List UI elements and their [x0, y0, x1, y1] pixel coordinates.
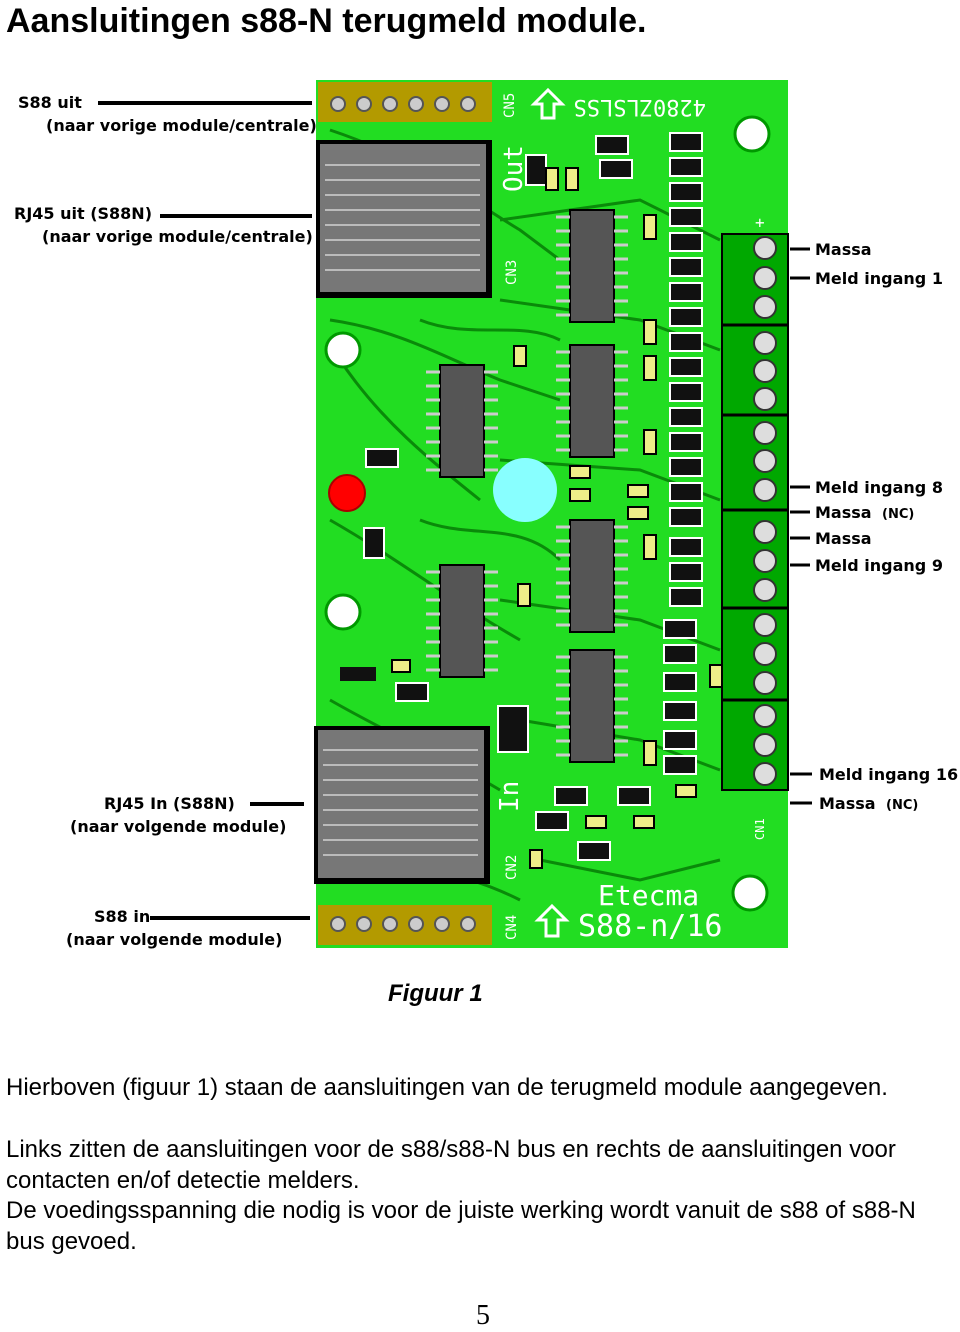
red-led	[328, 474, 366, 512]
nc-label-2: (NC)	[886, 798, 918, 813]
arrow-up-icon	[530, 87, 566, 120]
paragraph-3: De voedingsspanning die nodig is voor de…	[6, 1197, 916, 1255]
rj45-in-label: RJ45 In (S88N)	[104, 794, 235, 813]
pcb-figure: CN5 CN3 CN2 CN4 CN1 Out In 4280ZLSLSS Et…	[14, 80, 958, 949]
arrow-up-icon-2	[534, 903, 570, 938]
smd-capacitors	[391, 167, 723, 869]
ic-chips	[439, 209, 615, 763]
resistor-array	[363, 132, 703, 861]
in-label: In	[495, 781, 525, 812]
meld-ingang-16-label: Meld ingang 16	[819, 765, 958, 784]
rj45-out-jack	[316, 140, 492, 298]
paragraph-1: Hierboven (figuur 1) staan de aansluitin…	[6, 1074, 888, 1101]
page-title: Aansluitingen s88-N terugmeld module.	[6, 2, 647, 40]
terminal-block	[721, 233, 789, 791]
plus-label: +	[755, 213, 765, 232]
out-label: Out	[499, 145, 529, 192]
brand-label: Etecma	[598, 879, 699, 912]
cn2-label: CN2	[504, 855, 520, 880]
figure-caption: Figuur 1	[388, 980, 483, 1007]
rj45-in-sublabel: (naar volgende module)	[70, 817, 286, 836]
mounting-holes	[324, 115, 771, 912]
model-label: S88-n/16	[578, 909, 723, 944]
s88-in-sublabel: (naar volgende module)	[66, 930, 282, 949]
meld-ingang-1-label: Meld ingang 1	[815, 269, 943, 288]
cyan-led	[493, 458, 557, 522]
rj45-in-jack	[314, 726, 490, 884]
rj45-out-label: RJ45 uit (S88N)	[14, 204, 152, 223]
nc-label-1: (NC)	[882, 507, 914, 522]
cn1-label: CN1	[753, 818, 767, 840]
serial-label: 4280ZLSLSS	[574, 94, 706, 119]
page-number: 5	[476, 1300, 490, 1331]
cn3-label: CN3	[504, 260, 520, 285]
cn5-label: CN5	[502, 93, 518, 118]
rj45-out-sublabel: (naar vorige module/centrale)	[42, 227, 313, 246]
massa-label-2: Massa	[815, 529, 872, 548]
s88-out-label: S88 uit	[18, 93, 82, 112]
paragraph-2: Links zitten de aansluitingen voor de s8…	[6, 1136, 896, 1194]
terminal-screws	[753, 236, 777, 786]
meld-ingang-8-label: Meld ingang 8	[815, 478, 943, 497]
s88-out-sublabel: (naar vorige module/centrale)	[46, 116, 317, 135]
s88-in-label: S88 in	[94, 907, 150, 926]
massa-nc-label-1: Massa	[815, 503, 872, 522]
massa-nc-label-2: Massa	[819, 794, 876, 813]
transistor	[340, 667, 376, 681]
ic-pins	[426, 215, 628, 757]
cn4-label: CN4	[504, 915, 520, 940]
meld-ingang-9-label: Meld ingang 9	[815, 556, 943, 575]
massa-label-1: Massa	[815, 240, 872, 259]
